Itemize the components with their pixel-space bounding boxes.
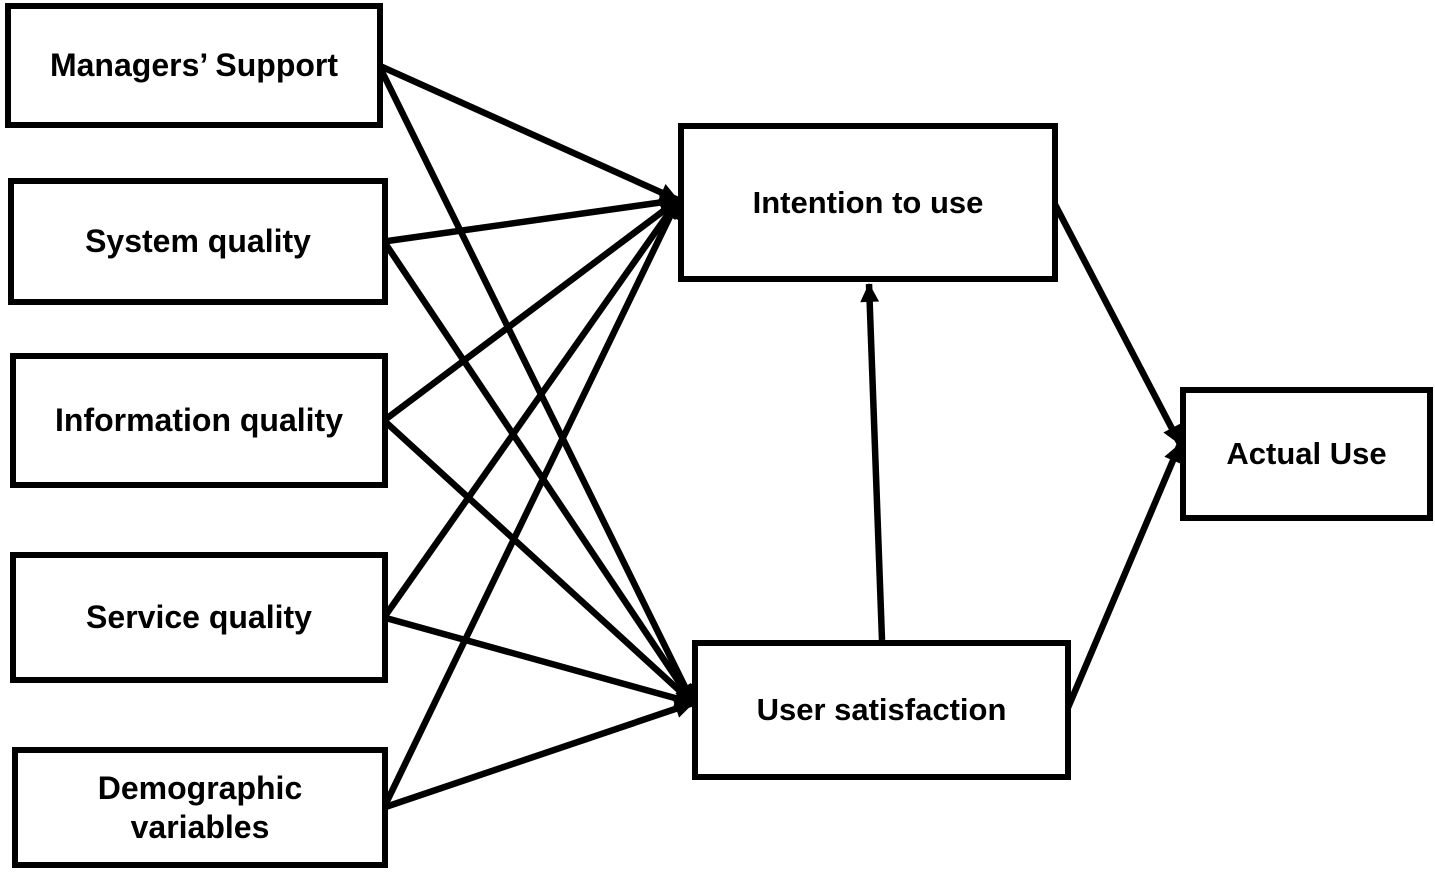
edge-information_quality-to-intention_to_use	[382, 197, 680, 424]
actual-use-label: Actual Use	[1226, 436, 1387, 472]
edge-user_satisfaction-to-intention_to_use	[860, 283, 886, 641]
edge-information_quality-to-user_satisfaction	[381, 418, 696, 706]
edge-intention_to_use-to-actual_use	[1051, 200, 1183, 446]
node-information-quality: Information quality	[10, 353, 388, 488]
node-intention-to-use: Intention to use	[678, 123, 1058, 282]
system-quality-label: System quality	[85, 223, 311, 260]
edge-system_quality-to-user_satisfaction	[381, 239, 696, 705]
user-satisfaction-label: User satisfaction	[756, 692, 1007, 728]
edge-system_quality-to-intention_to_use	[383, 193, 679, 245]
edge-service_quality-to-user_satisfaction	[383, 614, 694, 708]
edge-managers_support-to-intention_to_use	[377, 62, 680, 203]
node-user-satisfaction: User satisfaction	[692, 640, 1071, 780]
node-managers-support: Managers’ Support	[5, 3, 383, 128]
node-system-quality: System quality	[8, 178, 388, 305]
node-service-quality: Service quality	[10, 552, 388, 683]
node-demographic-variables: Demographic variables	[12, 747, 388, 868]
edge-demographic_variables-to-user_satisfaction	[382, 699, 695, 811]
demographic-variables-label: Demographic variables	[97, 770, 303, 845]
node-actual-use: Actual Use	[1180, 387, 1433, 521]
intention-to-use-label: Intention to use	[752, 184, 984, 220]
managers-support-label: Managers’ Support	[49, 47, 339, 84]
edge-demographic_variables-to-intention_to_use	[381, 198, 681, 809]
edge-service_quality-to-intention_to_use	[381, 198, 681, 620]
service-quality-label: Service quality	[86, 599, 312, 636]
information-quality-label: Information quality	[55, 402, 343, 439]
edge-user_satisfaction-to-actual_use	[1064, 442, 1183, 712]
edge-managers_support-to-user_satisfaction	[376, 64, 696, 705]
